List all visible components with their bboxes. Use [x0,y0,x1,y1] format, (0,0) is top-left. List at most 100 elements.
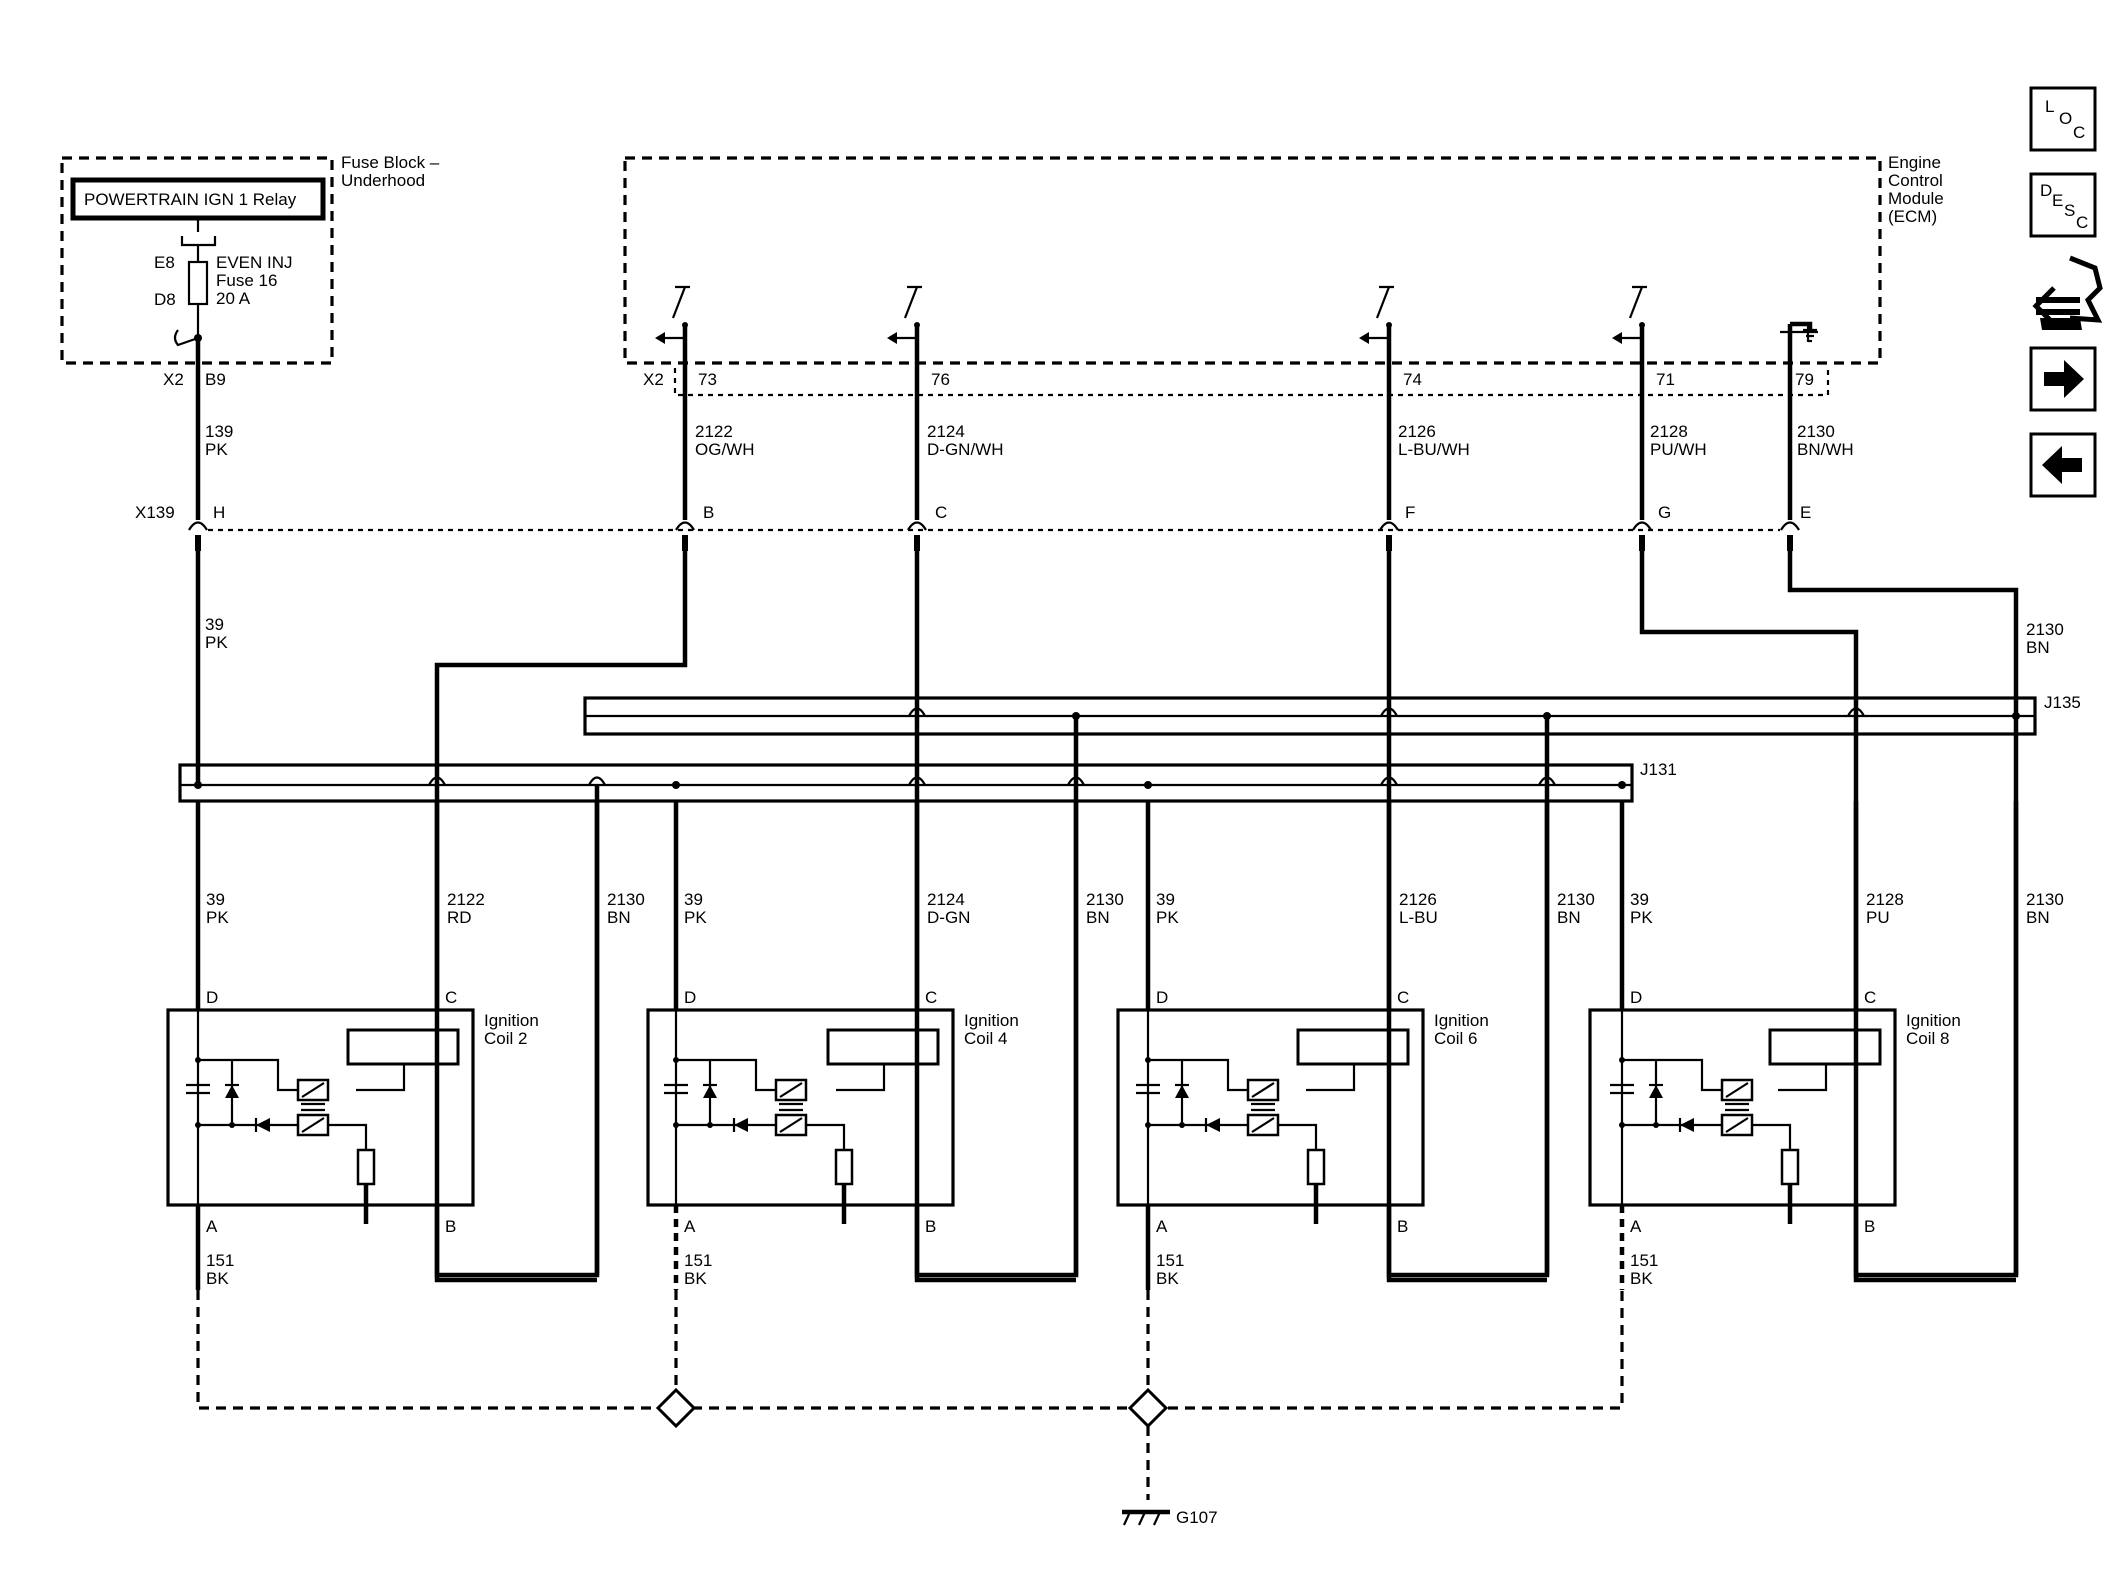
coil-pin-d: D [1630,988,1642,1007]
wire-signal-color: L-BU [1399,908,1438,927]
coil-pin-d: D [1156,988,1168,1007]
wire-pk-color: PK [1156,908,1179,927]
wire-bn-circuit: 2130 [607,890,645,909]
wire-151-color: BK [1156,1269,1179,1288]
coil-pin-c: C [1864,988,1876,1007]
wire-bn-circuit: 2130 [2026,890,2064,909]
wire-151-circuit: 151 [684,1251,712,1270]
coil-pin-b: B [445,1217,456,1236]
splice-point [1072,712,1080,720]
wire-bn-color: BN [607,908,631,927]
wire-signal-color: RD [447,908,472,927]
coil-pin-c: C [925,988,937,1007]
ecm-pin-79: 79 [1795,370,1814,389]
coil-label-1: Ignition [1906,1011,1961,1030]
fuse-block-title-1: Fuse Block – [341,153,440,172]
ecm-title-3: Module [1888,189,1944,208]
relay-label: POWERTRAIN IGN 1 Relay [84,190,297,209]
wire-2124-color: D-GN/WH [927,440,1003,459]
wire-bn-circuit: 2130 [1086,890,1124,909]
next-button[interactable] [2029,346,2097,412]
x139-pin-f: F [1405,503,1415,522]
fuse-pin-d8: D8 [154,290,176,309]
fuse-pin-e8: E8 [154,253,175,272]
wire-2122-circuit: 2122 [695,422,733,441]
coil-pin-a: A [206,1217,218,1236]
description-button[interactable]: D E S C [2029,172,2097,238]
splice-j135: J135 [583,693,2081,736]
location-button[interactable]: L O C [2029,86,2097,152]
wire-2122-color: OG/WH [695,440,755,459]
wire-2130-color: BN/WH [1797,440,1854,459]
svg-text:O: O [2059,109,2072,128]
wire-crossing [1538,776,1556,786]
wire-139-circuit: 139 [205,422,233,441]
wire-crossing [1380,707,1398,717]
coil-pin-d: D [684,988,696,1007]
wire-bn-color: BN [1557,908,1581,927]
coil-pin-d: D [206,988,218,1007]
svg-text:L: L [2045,97,2054,116]
fuse-rating: 20 A [216,289,251,308]
wire-pk-circuit: 39 [1630,890,1649,909]
ecm-outline [623,156,1882,365]
wire-signal-circuit: 2126 [1399,890,1437,909]
wire-signal-circuit: 2128 [1866,890,1904,909]
svg-text:S: S [2064,201,2075,220]
ecm-conn-x2: X2 [643,370,664,389]
ecm: Engine Control Module (ECM) X2 73 76 74 … [623,153,1944,397]
component-view-button[interactable] [2032,255,2103,330]
splice-point [1543,712,1551,720]
ecm-title-1: Engine [1888,153,1941,172]
wire-pk-circuit: 39 [1156,890,1175,909]
wire-crossing [588,776,606,786]
arrow-right-icon [2044,360,2084,398]
wire-151-circuit: 151 [1630,1251,1658,1270]
wire-39-circuit: 39 [205,615,224,634]
coil-label-1: Ignition [964,1011,1019,1030]
fuse-name: EVEN INJ [216,253,293,272]
coil-pin-a: A [684,1217,696,1236]
coil-pin-a: A [1156,1217,1168,1236]
ground-bus: G107 [196,1290,1624,1527]
wire-bn-circuit: 2130 [1557,890,1595,909]
wire-crossing [1847,707,1865,717]
coil-pin-c: C [445,988,457,1007]
ecm-title-4: (ECM) [1888,207,1937,226]
svg-text:E: E [2052,191,2063,210]
coil-pin-c: C [1397,988,1409,1007]
x139-pin-g: G [1658,503,1671,522]
wire-2126-circuit: 2126 [1398,422,1436,441]
splice-point [1618,781,1626,789]
coil-label-2: Coil 4 [964,1029,1007,1048]
wire-151-circuit: 151 [206,1251,234,1270]
wire-crossing [1380,776,1398,786]
upper-wires: 139 PK 2122 OG/WH 2124 D-GN/WH 2126 L-BU… [195,324,1854,520]
svg-text:C: C [2076,213,2088,232]
coil-pin-a: A [1630,1217,1642,1236]
nav-panel: L O C D E S C [2029,86,2103,498]
wire-2130-bn-color: BN [2026,638,2050,657]
wire-151-color: BK [1630,1269,1653,1288]
wire-crossing [428,776,446,786]
wire-pk-color: PK [206,908,229,927]
connector-wrench-icon [2032,255,2103,330]
previous-button[interactable] [2029,432,2097,498]
wire-151-color: BK [684,1269,707,1288]
arrow-left-icon [2042,446,2082,484]
ecm-driver-switch [1612,285,1647,344]
wire-2124-circuit: 2124 [927,422,965,441]
wire-pk-circuit: 39 [684,890,703,909]
ground-g107: G107 [1176,1508,1218,1527]
wire-pk-circuit: 39 [206,890,225,909]
coil-label-2: Coil 2 [484,1029,527,1048]
coil-label-1: Ignition [1434,1011,1489,1030]
wire-151-circuit: 151 [1156,1251,1184,1270]
splice-point [1144,781,1152,789]
svg-text:C: C [2073,123,2085,142]
ecm-pin-76: 76 [931,370,950,389]
wire-bn-color: BN [2026,908,2050,927]
